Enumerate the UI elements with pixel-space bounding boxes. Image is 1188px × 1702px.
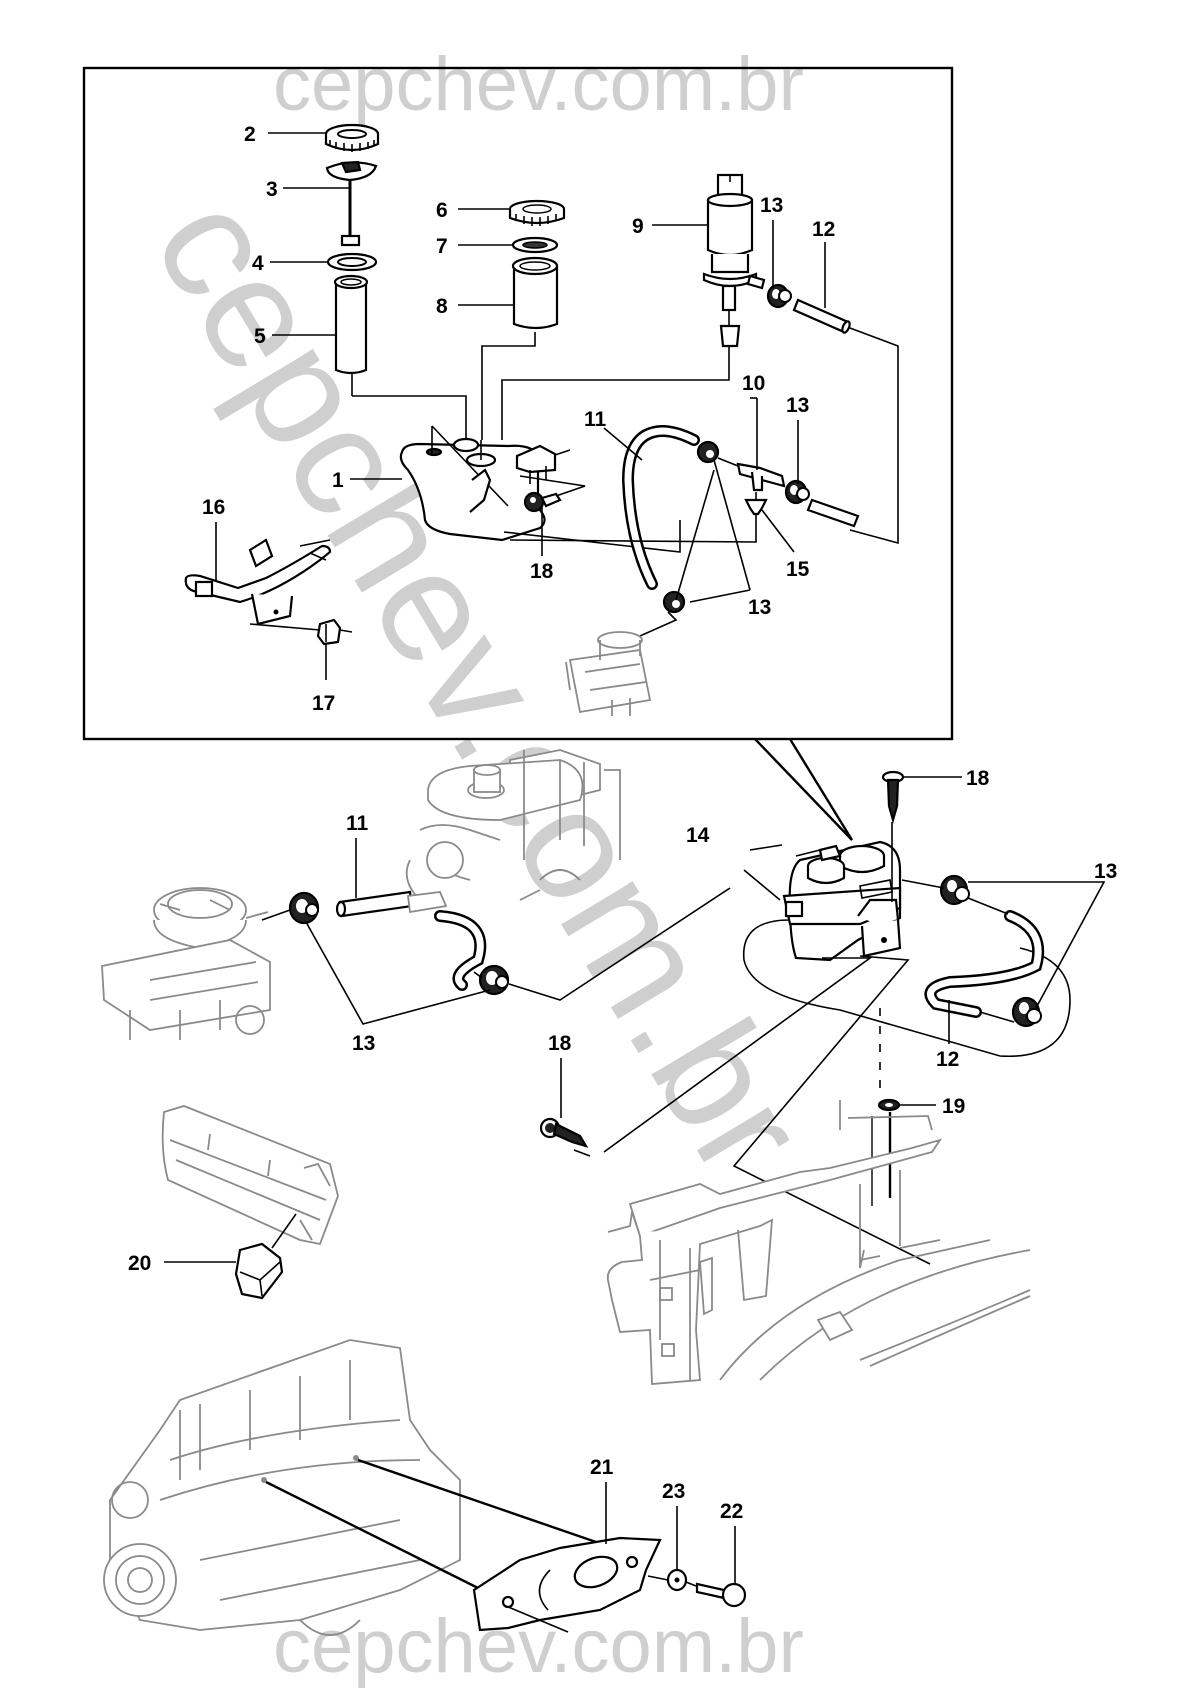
callout-12: 12 (936, 1048, 959, 1071)
callout-leaders (215, 132, 826, 680)
washer-nut[interactable] (877, 1098, 936, 1112)
hose-clamp[interactable] (662, 590, 686, 614)
callout-15: 15 (786, 558, 810, 581)
hose-straight[interactable] (335, 890, 414, 918)
callout-13: 13 (760, 194, 783, 217)
callout-1: 1 (332, 469, 344, 492)
callout-5: 5 (254, 325, 266, 348)
callout-13: 13 (352, 1032, 375, 1055)
hose-segment[interactable] (806, 498, 860, 528)
nut[interactable] (316, 618, 353, 646)
expansion-tank[interactable] (742, 840, 1071, 1057)
screw[interactable] (523, 491, 562, 513)
callout-18: 18 (966, 767, 990, 790)
cap-assembly (324, 123, 467, 440)
hose-clamp[interactable] (696, 440, 720, 464)
seal-ring[interactable] (326, 252, 378, 272)
callout-8: 8 (436, 295, 448, 318)
washer[interactable] (666, 1568, 688, 1592)
hose-s-shaped[interactable] (924, 910, 1045, 1018)
callout-18: 18 (548, 1032, 572, 1055)
relay[interactable] (164, 1213, 297, 1300)
callout-20: 20 (128, 1252, 151, 1275)
callout-14: 14 (686, 824, 710, 847)
hose-clamp[interactable] (766, 283, 792, 309)
fuse-box-reference (161, 1105, 339, 1246)
hose-clamp[interactable] (1011, 996, 1042, 1028)
callout-9: 9 (632, 215, 644, 238)
hose-long[interactable] (621, 425, 700, 590)
fender-panel-reference (606, 1100, 1031, 1385)
callout-2: 2 (244, 123, 256, 146)
callout-19: 19 (942, 1095, 965, 1118)
check-valve[interactable] (509, 492, 768, 543)
bolt[interactable] (695, 1582, 747, 1608)
screw[interactable] (881, 770, 962, 825)
callout-23: 23 (662, 1480, 685, 1503)
callout-6: 6 (436, 199, 448, 222)
carburetor-reference (565, 631, 652, 716)
screw[interactable] (539, 1117, 589, 1148)
level-sensor[interactable] (325, 160, 378, 247)
heat-shield[interactable] (472, 1536, 662, 1633)
small-cap-assembly (481, 199, 566, 440)
hose-segment[interactable] (792, 298, 851, 334)
hose-clamp[interactable] (784, 479, 810, 505)
washer-reservoir[interactable] (399, 425, 681, 553)
callout-3: 3 (266, 178, 278, 201)
mounting-bracket[interactable] (184, 538, 332, 631)
brake-master-cylinder-reference (405, 749, 621, 901)
callout-7: 7 (436, 235, 448, 258)
callout-11: 11 (584, 408, 607, 431)
washer-pump[interactable] (501, 173, 766, 440)
filler-tube[interactable] (333, 274, 369, 375)
hose-clamp[interactable] (939, 874, 970, 906)
small-seal[interactable] (511, 236, 559, 254)
detail-box (82, 66, 954, 741)
callout-labels: 2 3 4 5 6 7 8 9 13 12 10 13 11 1 16 18 1… (128, 123, 1117, 1523)
watermark-top: cepchev.com.br (273, 42, 804, 127)
callout-18: 18 (530, 560, 554, 583)
hose-clamp[interactable] (478, 964, 510, 996)
hose-clamp[interactable] (288, 891, 320, 925)
callout-10: 10 (742, 372, 765, 395)
detail-box-pointer (754, 738, 854, 841)
carburetor-reference (101, 887, 271, 1040)
callout-13: 13 (1094, 860, 1117, 883)
callout-12: 12 (812, 218, 835, 241)
callout-4: 4 (252, 252, 264, 275)
callout-16: 16 (202, 496, 225, 519)
callout-13: 13 (786, 394, 809, 417)
callout-17: 17 (312, 692, 335, 715)
engine-reference (103, 1339, 461, 1636)
tee-connector[interactable] (717, 398, 786, 492)
callout-21: 21 (590, 1456, 614, 1479)
callout-11: 11 (346, 812, 369, 835)
callout-13: 13 (748, 596, 771, 619)
small-cap[interactable] (508, 199, 566, 226)
hose-curved[interactable] (434, 910, 487, 991)
filter-sleeve[interactable] (511, 256, 559, 330)
watermark-diagonal: cepchev.com.br (121, 167, 840, 1204)
callout-22: 22 (720, 1500, 743, 1523)
reservoir-cap[interactable] (324, 123, 380, 152)
